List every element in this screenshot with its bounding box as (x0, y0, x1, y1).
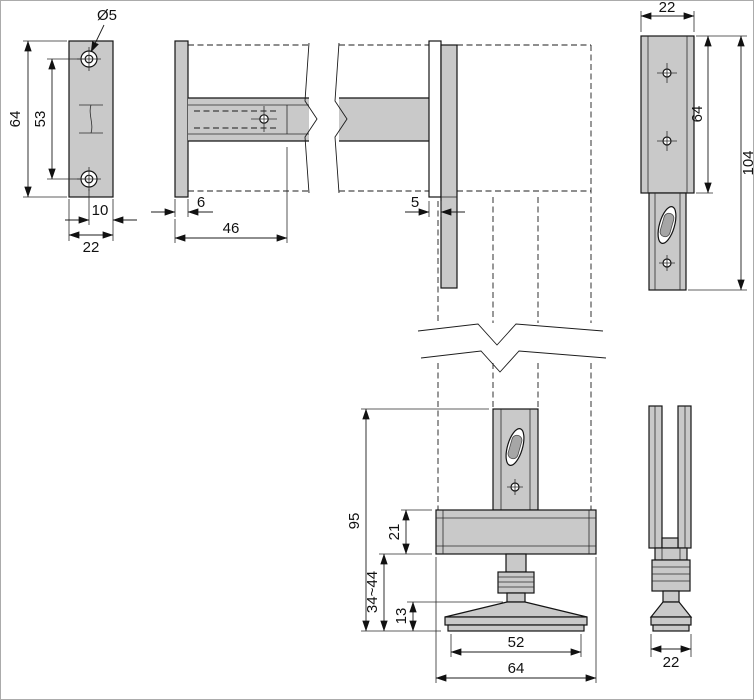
stem-locking-pin (507, 434, 523, 460)
foot-cone-side (649, 601, 693, 618)
dims-foot-front: 95 21 34~44 13 52 64 (346, 408, 597, 683)
plate-joint-detail (79, 104, 103, 134)
dim-clamp-upper-height: 64 (689, 106, 706, 123)
stem-hole (507, 479, 523, 495)
dim-adjustable-range: 34~44 (364, 571, 381, 613)
adjuster-collar-side (651, 559, 691, 592)
dim-clamp-width: 22 (659, 1, 676, 16)
clamp-upper-body (640, 35, 695, 194)
foot-neck-lower (506, 592, 526, 603)
foot-cone (444, 601, 588, 618)
foot-base-bottom-side (652, 624, 690, 632)
dim-clamp-plate-thickness: 5 (411, 194, 419, 211)
foot-neck-side (662, 590, 680, 603)
clamp-hole-top (657, 63, 677, 83)
dim-hole-diameter: Ø5 (97, 7, 117, 24)
clamp-hole-bottom (659, 255, 675, 271)
dim-foot-side-width: 22 (663, 654, 680, 671)
adjuster-collar (497, 571, 535, 594)
locking-pin (659, 212, 675, 238)
dim-arm-length: 46 (223, 220, 240, 237)
clamp-block (654, 547, 688, 561)
support-arm (188, 98, 309, 141)
clamp-plate-right (677, 405, 692, 549)
foot-base-plate-side (650, 616, 692, 626)
clamp-bar (435, 509, 597, 555)
break-line (304, 42, 318, 194)
stem-locking-slot (505, 428, 525, 466)
view-foot-side (648, 405, 693, 632)
dim-hole-spacing: 53 (32, 111, 49, 128)
dims-bracket-side: 6 46 5 (151, 147, 465, 243)
dim-clamp-bar-width: 64 (508, 660, 525, 677)
support-arm-continued (339, 98, 429, 141)
leader-hole-diameter (90, 24, 105, 53)
hidden-bore-lines (194, 110, 277, 129)
foot-neck-upper (505, 553, 527, 573)
dim-foot-overall-height: 95 (346, 513, 363, 530)
clamp-lower-body (648, 192, 687, 291)
slot-bottom (661, 537, 679, 549)
view-plate-front (68, 40, 114, 198)
foot-base-bottom (447, 624, 585, 632)
clamp-body-side (440, 44, 458, 289)
panel-break-band (417, 323, 607, 373)
dim-base-height: 13 (393, 608, 410, 625)
break-line (334, 42, 348, 194)
dim-hole-edge-offset: 10 (92, 202, 109, 219)
dim-clamp-total-height: 104 (740, 150, 754, 175)
dim-clamp-bar-height: 21 (386, 524, 403, 541)
arm-set-screw (251, 106, 277, 132)
dim-base-width: 52 (508, 634, 525, 651)
dims-foot-side: 22 (650, 634, 692, 671)
dim-plate-width: 22 (83, 239, 100, 256)
view-foot-front (435, 408, 597, 632)
dims-plate-front: Ø5 64 53 10 22 (7, 7, 137, 256)
dim-plate-height: 64 (7, 111, 24, 128)
mounting-hole-bottom (77, 167, 101, 191)
view-clamp-side (640, 35, 695, 291)
locking-slot (657, 206, 677, 244)
foot-base-plate (444, 616, 588, 626)
view-bracket-side (174, 40, 592, 510)
clamp-plate-side (428, 40, 442, 198)
dim-plate-thickness: 6 (197, 194, 205, 211)
clamp-hole-middle (657, 131, 677, 151)
clamp-plate-left (648, 405, 663, 549)
wall-plate-side (174, 40, 189, 198)
dims-clamp-side: 22 64 104 (640, 1, 754, 291)
